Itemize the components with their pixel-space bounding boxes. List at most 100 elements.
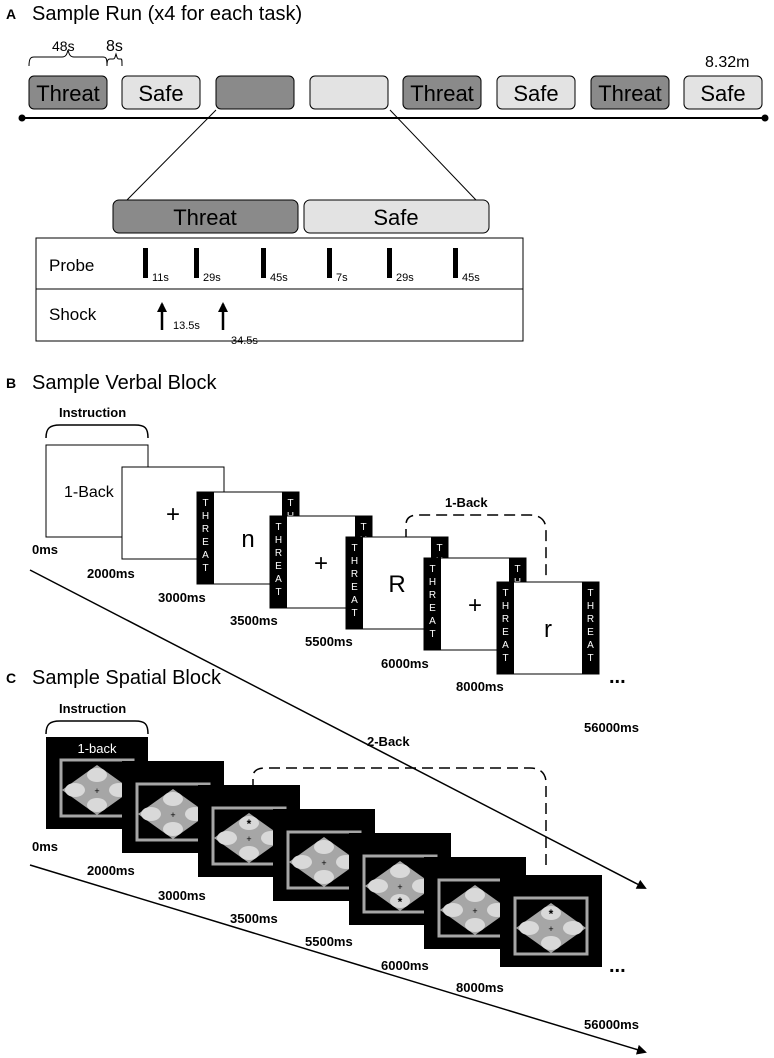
timeline-start-dot: [18, 114, 26, 122]
verbal-timestamp: 2000ms: [87, 566, 135, 581]
threat-bar-letter: E: [202, 537, 209, 548]
verbal-timestamp: 56000ms: [584, 720, 639, 735]
verbal-stimulus: r: [544, 616, 552, 643]
verbal-timestamp: 3000ms: [158, 590, 206, 605]
run-block-label: Safe: [138, 81, 183, 106]
spatial-time-arrow: [29, 864, 647, 1055]
probe-time-label: 29s: [396, 272, 414, 284]
timeline-end-dot: [761, 114, 769, 122]
verbal-instruction-bracket: [45, 424, 149, 439]
run-block-safe: [121, 75, 201, 110]
spatial-location: [368, 879, 388, 893]
spatial-diamond: [440, 885, 510, 935]
zoom-line-left: [126, 109, 217, 201]
panel-b-title: Sample Verbal Block: [32, 372, 218, 394]
spatial-instruction-bracket: [45, 720, 149, 735]
probe-marker: [327, 248, 332, 278]
run-block-threat: [590, 75, 670, 110]
spatial-frame: [513, 896, 589, 956]
probe-marker: [143, 248, 148, 278]
run-block-threat: [402, 75, 482, 110]
run-block-safe: [309, 75, 389, 110]
spatial-instruction-label: Instruction: [59, 701, 126, 716]
threat-bar-left: [497, 582, 514, 674]
spatial-target-star: *: [549, 907, 554, 921]
threat-bar-left: [346, 537, 363, 629]
threat-bar-letter: E: [429, 603, 436, 614]
threat-bar-letter: H: [502, 601, 509, 612]
zoom-threat-block: [112, 199, 299, 234]
threat-bar-letter: E: [502, 627, 509, 638]
panel-c-title: Sample Spatial Block: [32, 667, 222, 689]
spatial-nback-connector: [252, 767, 547, 868]
spatial-location: [541, 936, 561, 950]
spatial-location: [465, 918, 485, 932]
run-block-label: Threat: [598, 81, 662, 106]
spatial-diamond: [214, 813, 284, 863]
threat-bar-letter: T: [275, 587, 281, 598]
spatial-timestamps: 0ms2000ms3000ms3500ms5500ms6000ms8000ms5…: [32, 839, 639, 1032]
threat-bar-letter: E: [275, 561, 282, 572]
probe-time-label: 7s: [336, 272, 348, 284]
spatial-location: [141, 807, 161, 821]
threat-bar-letter: T: [275, 522, 281, 533]
verbal-screens: 1-Back+TTHHRREEAATTnTTHHRREEAATT+TTHHRRE…: [45, 444, 600, 675]
verbal-stimulus: +: [468, 592, 482, 619]
threat-bar-letter: T: [436, 543, 442, 554]
shock-row-label: Shock: [49, 305, 97, 324]
threat-bar-letter: R: [429, 590, 436, 601]
panel-a-letter: A: [6, 6, 16, 22]
spatial-location: [163, 792, 183, 806]
threat-bar-letter: A: [351, 595, 358, 606]
threat-bar-letter: H: [587, 601, 594, 612]
threat-bar-letter: A: [587, 640, 594, 651]
brace-48s-label: 48s: [52, 38, 75, 54]
zoom-safe-block: [303, 199, 490, 234]
spatial-target-star: *: [247, 817, 252, 831]
threat-bar-letter: T: [202, 563, 208, 574]
threat-bar-letter: H: [202, 511, 209, 522]
spatial-location: [239, 816, 259, 830]
threat-bar-left: [424, 558, 441, 650]
spatial-location: [87, 798, 107, 812]
spatial-location: [390, 894, 410, 908]
threat-bar-letter: H: [429, 577, 436, 588]
probe-marker: [387, 248, 392, 278]
threat-bar-letter: A: [502, 640, 509, 651]
spatial-screens: +1-back++*++*++*: [46, 737, 602, 967]
threat-bar-letter: T: [287, 498, 293, 509]
verbal-instruction-text: 1-Back: [64, 484, 115, 501]
threat-bar-letter: T: [429, 564, 435, 575]
spatial-fixation: +: [397, 882, 402, 892]
panel-b: B Sample Verbal Block Instruction 1-Back…: [6, 372, 647, 889]
verbal-ellipsis: ...: [609, 666, 626, 688]
verbal-stimulus: +: [314, 550, 328, 577]
spatial-location: [314, 840, 334, 854]
spatial-timestamp: 0ms: [32, 839, 58, 854]
verbal-timestamp: 0ms: [32, 542, 58, 557]
verbal-stimulus: +: [166, 501, 180, 528]
spatial-diamond: [516, 903, 586, 953]
threat-bar-letter: R: [351, 569, 358, 580]
threat-bar-letter: A: [202, 550, 209, 561]
run-duration-label: 8.32m: [705, 54, 749, 71]
spatial-diamond: [289, 837, 359, 887]
probe-marker: [261, 248, 266, 278]
verbal-timestamp: 6000ms: [381, 656, 429, 671]
spatial-nback-label: 2-Back: [367, 734, 410, 749]
threat-bar-letter: A: [275, 574, 282, 585]
threat-bar-letter: H: [351, 556, 358, 567]
threat-bar-right: [582, 582, 599, 674]
spatial-location: [519, 921, 539, 935]
threat-bar-letter: H: [275, 535, 282, 546]
verbal-timestamp: 8000ms: [456, 679, 504, 694]
threat-bar-letter: R: [202, 524, 209, 535]
panel-c-letter: C: [6, 670, 16, 686]
spatial-instruction-text: 1-back: [77, 741, 117, 756]
verbal-stimulus: R: [388, 571, 405, 598]
run-block-safe: [496, 75, 576, 110]
